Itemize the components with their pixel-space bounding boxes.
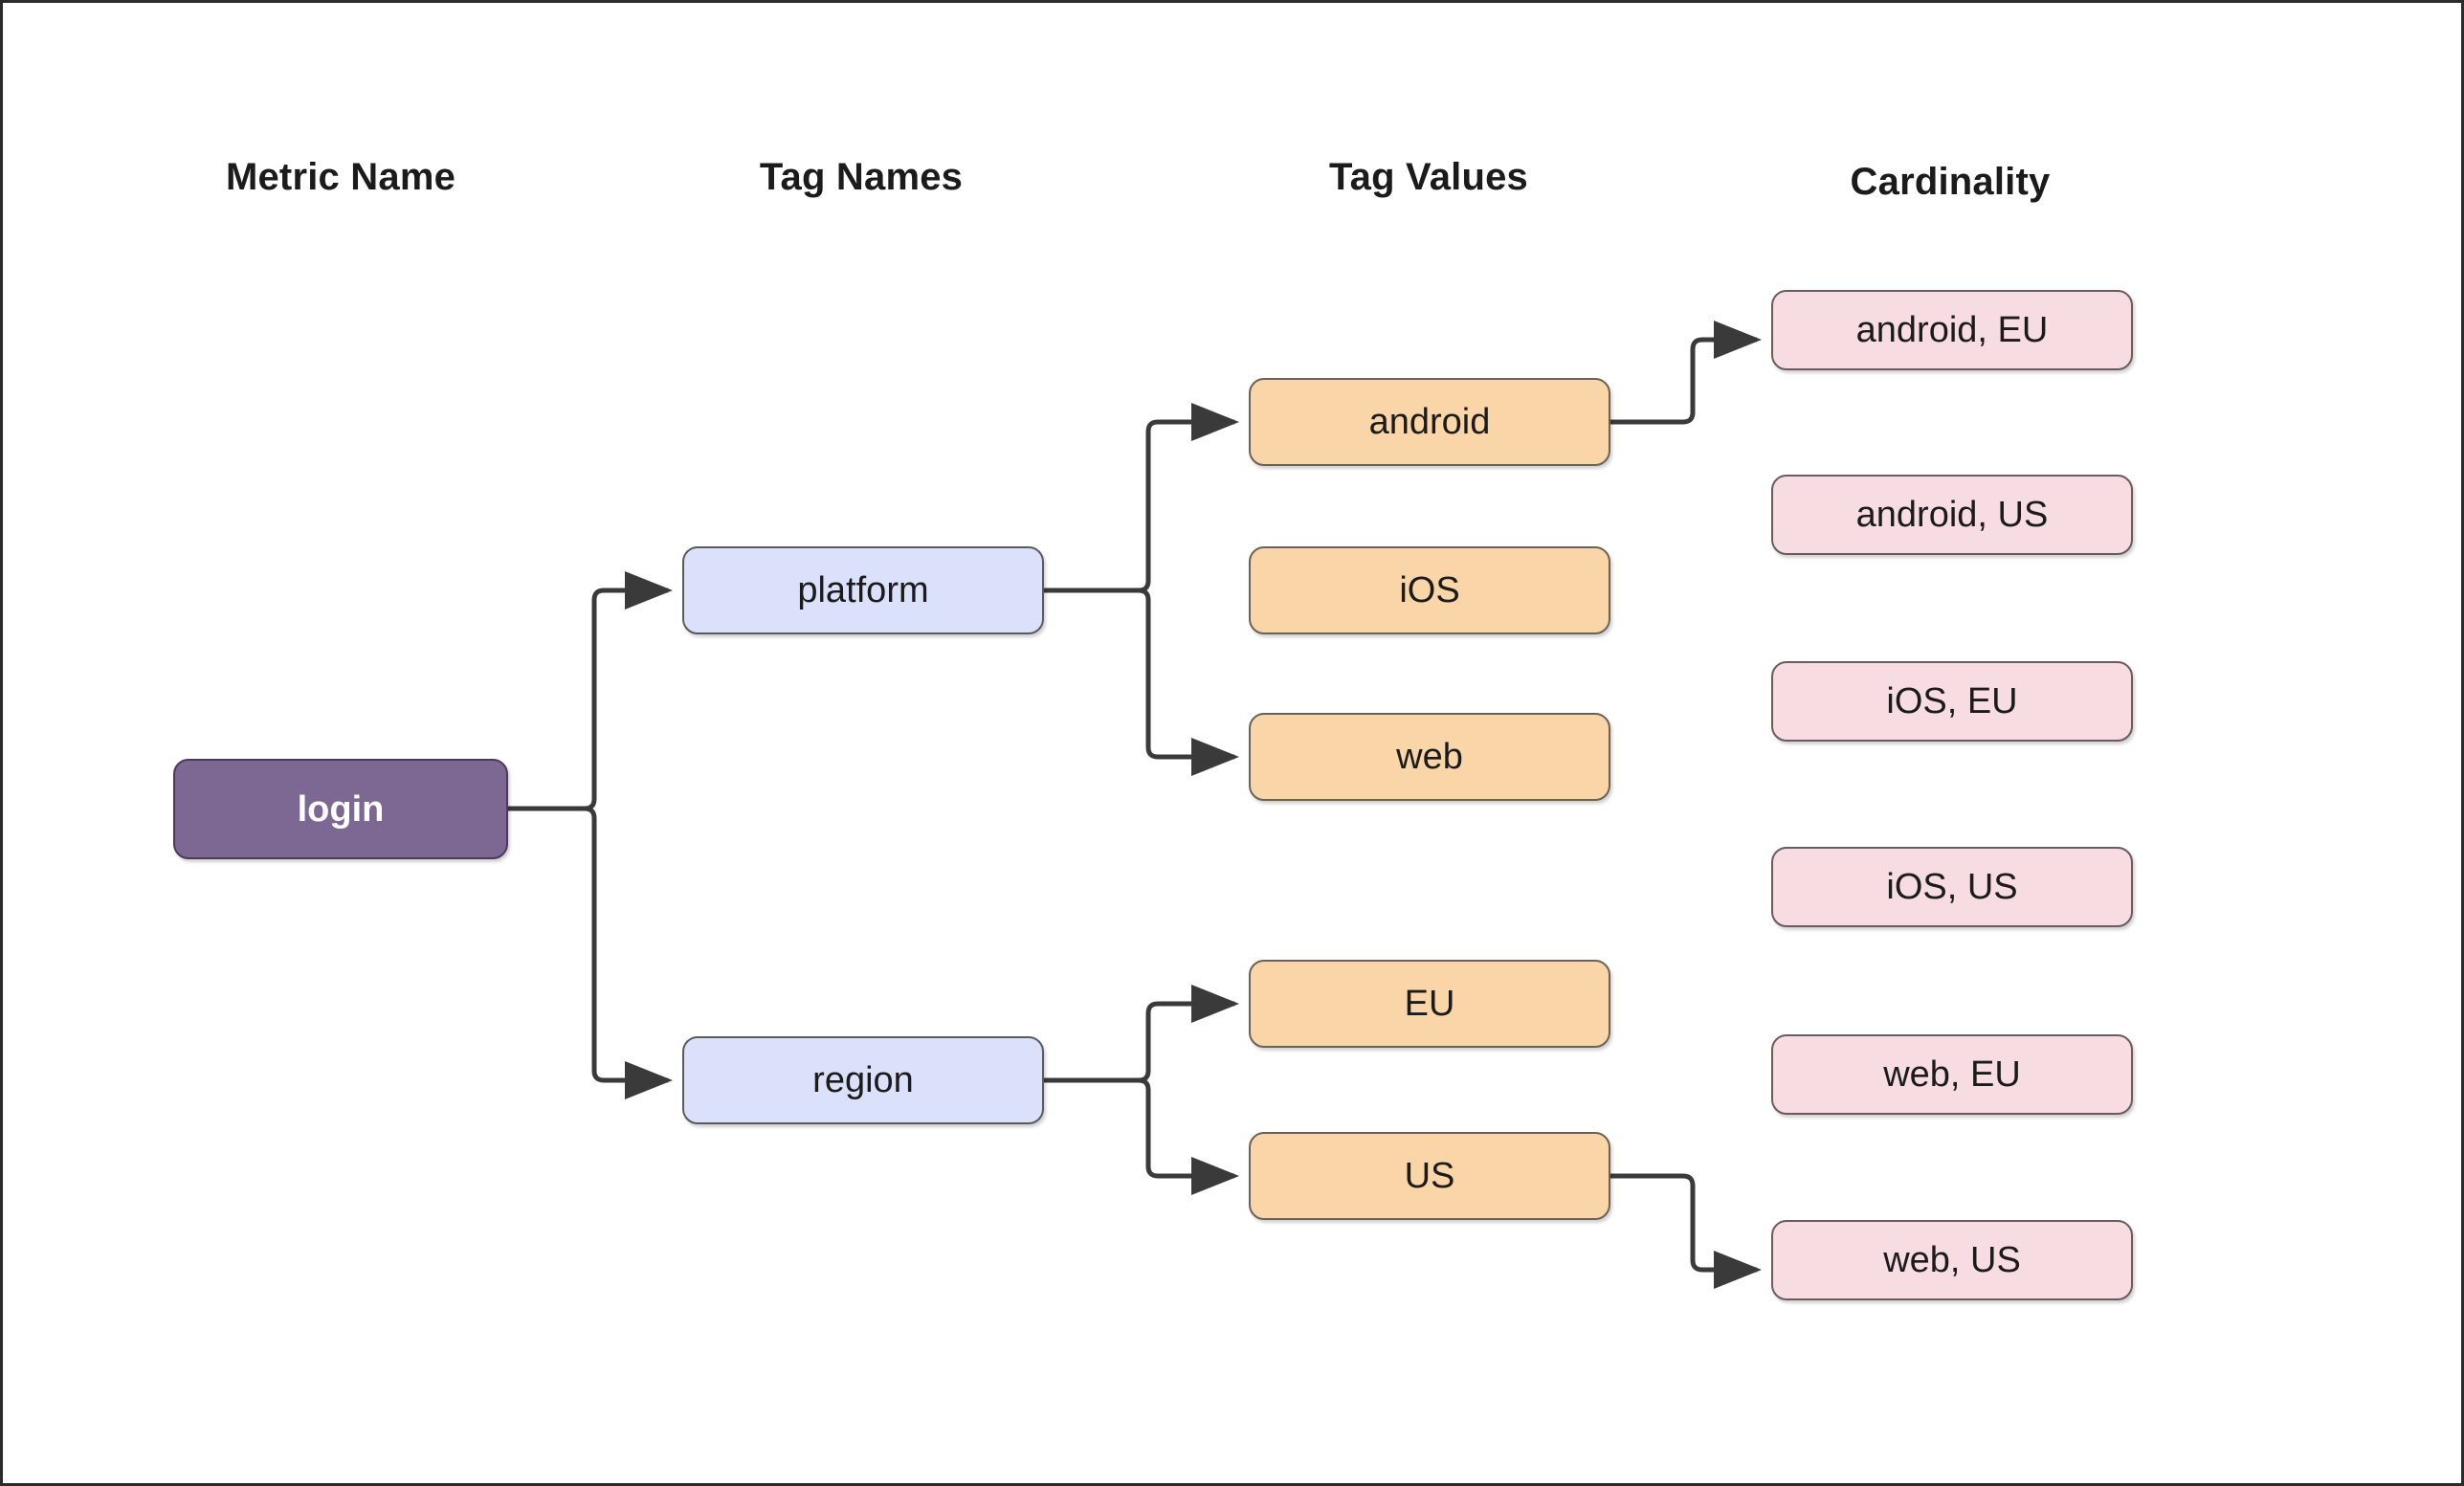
node-label-platform: platform [797, 570, 929, 610]
column-header-tag-values: Tag Values [1328, 156, 1529, 198]
edge-platform-to-web [1044, 588, 1239, 776]
node-label-us: US [1404, 1156, 1455, 1196]
node-label-web-us: web, US [1883, 1240, 2021, 1280]
node-label-ios-eu: iOS, EU [1886, 681, 2018, 721]
column-header-cardinality: Cardinality [1850, 161, 2051, 203]
node-label-eu: EU [1404, 984, 1455, 1024]
node-label-ios-us: iOS, US [1886, 867, 2018, 907]
edge-login-to-platform [508, 571, 673, 811]
column-header-metric-name: Metric Name [225, 156, 456, 198]
node-us[interactable]: US [1249, 1132, 1610, 1220]
node-label-android-us: android, US [1855, 495, 2049, 535]
node-android[interactable]: android [1249, 378, 1610, 466]
node-android-us[interactable]: android, US [1771, 475, 2133, 555]
node-label-region: region [812, 1060, 914, 1100]
node-web-eu[interactable]: web, EU [1771, 1034, 2133, 1115]
edge-login-to-region [508, 806, 673, 1099]
node-region[interactable]: region [682, 1036, 1044, 1124]
node-label-ios: iOS [1399, 570, 1460, 610]
node-android-eu[interactable]: android, EU [1771, 290, 2133, 370]
edges-group [508, 321, 1762, 1289]
node-label-android-eu: android, EU [1855, 310, 2049, 350]
node-login[interactable]: login [173, 759, 508, 859]
node-web[interactable]: web [1249, 713, 1610, 801]
edge-region-to-eu [1044, 985, 1239, 1083]
node-web-us[interactable]: web, US [1771, 1220, 2133, 1300]
column-header-tag-names: Tag Names [759, 156, 964, 198]
node-eu[interactable]: EU [1249, 960, 1610, 1048]
node-label-web-eu: web, EU [1883, 1054, 2021, 1095]
node-label-web: web [1396, 737, 1463, 777]
node-ios-us[interactable]: iOS, US [1771, 847, 2133, 927]
node-platform[interactable]: platform [682, 546, 1044, 634]
diagram-connectors-layer [508, 321, 1762, 1289]
node-label-login: login [297, 788, 385, 830]
edge-us-to-web-us [1610, 1173, 1762, 1289]
edge-region-to-us [1044, 1077, 1239, 1195]
node-ios-eu[interactable]: iOS, EU [1771, 661, 2133, 742]
node-label-android: android [1368, 402, 1491, 442]
edge-android-to-android-eu [1610, 321, 1762, 425]
edge-platform-to-android [1044, 403, 1239, 593]
node-ios[interactable]: iOS [1249, 546, 1610, 634]
